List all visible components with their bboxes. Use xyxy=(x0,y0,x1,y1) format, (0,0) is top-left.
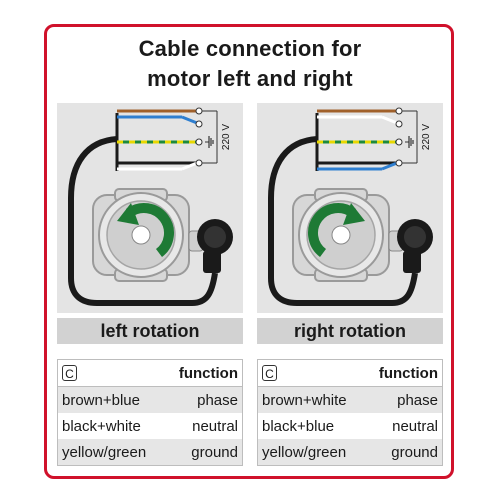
right-connector xyxy=(388,219,433,273)
function-cell: ground xyxy=(364,439,443,466)
cable-cell: yellow/green xyxy=(57,439,165,466)
function-header: function xyxy=(164,359,243,387)
ground-symbol-icon xyxy=(405,136,414,148)
function-cell: ground xyxy=(164,439,243,466)
right-cable xyxy=(268,136,418,306)
function-cell: neutral xyxy=(164,413,243,439)
left-motor xyxy=(92,188,190,282)
title-line-2: motor left and right xyxy=(147,66,353,91)
table-row: brown+white phase xyxy=(257,386,443,413)
voltage-label: 220 V xyxy=(421,124,432,150)
ground-symbol-icon xyxy=(205,136,214,148)
cable-cell: brown+white xyxy=(257,386,365,413)
left-connector xyxy=(188,219,233,273)
cable-cell: yellow/green xyxy=(257,439,365,466)
left-wiring-diagram: 220 V xyxy=(68,107,233,306)
table-header-row: C function xyxy=(57,359,243,387)
function-cell: phase xyxy=(364,386,443,413)
table-row: black+white neutral xyxy=(57,413,243,439)
cable-cell: black+white xyxy=(57,413,165,439)
right-wires xyxy=(317,107,418,171)
code-label: C xyxy=(262,364,277,381)
title-line-1: Cable connection for xyxy=(138,36,362,61)
right-rotation-label: right rotation xyxy=(257,318,443,344)
table-row: yellow/green ground xyxy=(257,439,443,466)
code-label: C xyxy=(62,364,77,381)
left-wiring-panel: 220 V xyxy=(57,103,243,313)
left-cable xyxy=(68,136,218,306)
cable-cell: brown+blue xyxy=(57,386,165,413)
right-function-table: C function brown+white phase black+blue … xyxy=(257,359,443,466)
function-cell: phase xyxy=(164,386,243,413)
table-row: black+blue neutral xyxy=(257,413,443,439)
cable-cell: black+blue xyxy=(257,413,365,439)
table-header-row: C function xyxy=(257,359,443,387)
table-row: brown+blue phase xyxy=(57,386,243,413)
right-wiring-panel: 220 V xyxy=(257,103,443,313)
right-wiring-diagram: 220 V xyxy=(268,107,433,306)
table-row: yellow/green ground xyxy=(57,439,243,466)
clockwise-arrow-icon xyxy=(308,203,365,257)
counterclockwise-arrow-icon xyxy=(117,203,174,257)
left-function-table: C function brown+blue phase black+white … xyxy=(57,359,243,466)
function-cell: neutral xyxy=(364,413,443,439)
left-wires xyxy=(117,107,218,171)
function-header: function xyxy=(364,359,443,387)
left-rotation-label: left rotation xyxy=(57,318,243,344)
voltage-label: 220 V xyxy=(221,124,232,150)
right-motor xyxy=(292,188,390,282)
